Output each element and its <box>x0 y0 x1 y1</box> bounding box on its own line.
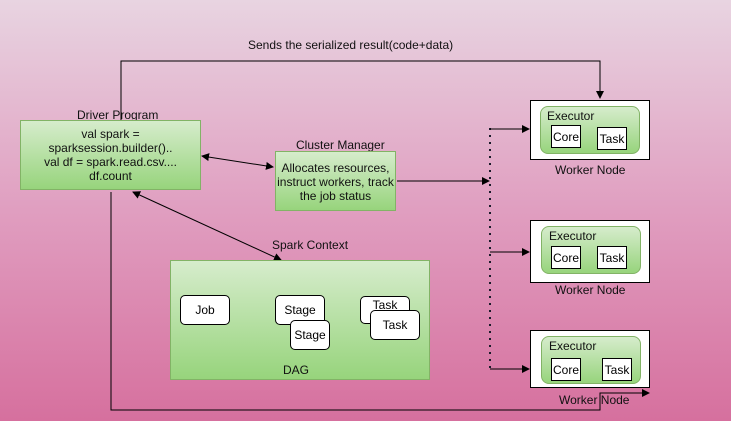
core-box[interactable]: Core <box>551 246 581 269</box>
spark-context-title: Spark Context <box>272 238 349 252</box>
core-box[interactable]: Core <box>551 125 581 148</box>
executor-box[interactable]: Executor Core Task <box>541 226 641 274</box>
driver-line: val df = spark.read.csv.... <box>44 155 177 169</box>
driver-program-box[interactable]: val spark = sparksession.builder().. val… <box>20 120 201 190</box>
dag-label: DAG <box>283 363 310 377</box>
worker-node-box[interactable]: Executor Core Task <box>530 220 650 283</box>
worker-node-label: Worker Node <box>555 163 626 177</box>
result-label: Sends the serialized result(code+data) <box>248 38 454 52</box>
cluster-manager-box[interactable]: Allocates resources, instruct workers, t… <box>275 151 396 211</box>
bottom-return-arrow <box>110 192 650 411</box>
worker-node-box[interactable]: Executor Core Task <box>530 100 650 160</box>
driver-title: Driver Program <box>77 108 159 122</box>
executor-box[interactable]: Executor Core Task <box>540 106 640 154</box>
driver-line: val spark = <box>81 127 140 141</box>
driver-context-arrow <box>132 191 282 261</box>
job-node[interactable]: Job <box>180 295 230 325</box>
task-node[interactable]: Task <box>370 310 420 340</box>
core-box[interactable]: Core <box>551 358 581 381</box>
worker-node-label: Worker Node <box>559 393 630 407</box>
cluster-line: the job status <box>299 189 372 203</box>
executor-label: Executor <box>549 229 597 243</box>
task-box[interactable]: Task <box>597 127 627 150</box>
executor-box[interactable]: Executor Core Task <box>541 336 641 384</box>
cluster-line: Allocates resources, <box>281 161 390 175</box>
executor-label: Executor <box>547 109 595 123</box>
cluster-line: instruct workers, track <box>277 175 394 189</box>
driver-line: df.count <box>89 169 132 183</box>
worker-node-label: Worker Node <box>555 283 626 297</box>
cluster-manager-title: Cluster Manager <box>296 138 385 152</box>
task-box[interactable]: Task <box>597 246 627 269</box>
driver-line: sparksession.builder().. <box>48 141 173 155</box>
result-arrow <box>120 60 604 120</box>
worker-node-box[interactable]: Executor Core Task <box>530 330 650 388</box>
stage-node[interactable]: Stage <box>290 320 330 350</box>
executor-label: Executor <box>549 339 597 353</box>
task-box[interactable]: Task <box>602 358 632 381</box>
driver-cluster-arrow <box>201 153 274 170</box>
